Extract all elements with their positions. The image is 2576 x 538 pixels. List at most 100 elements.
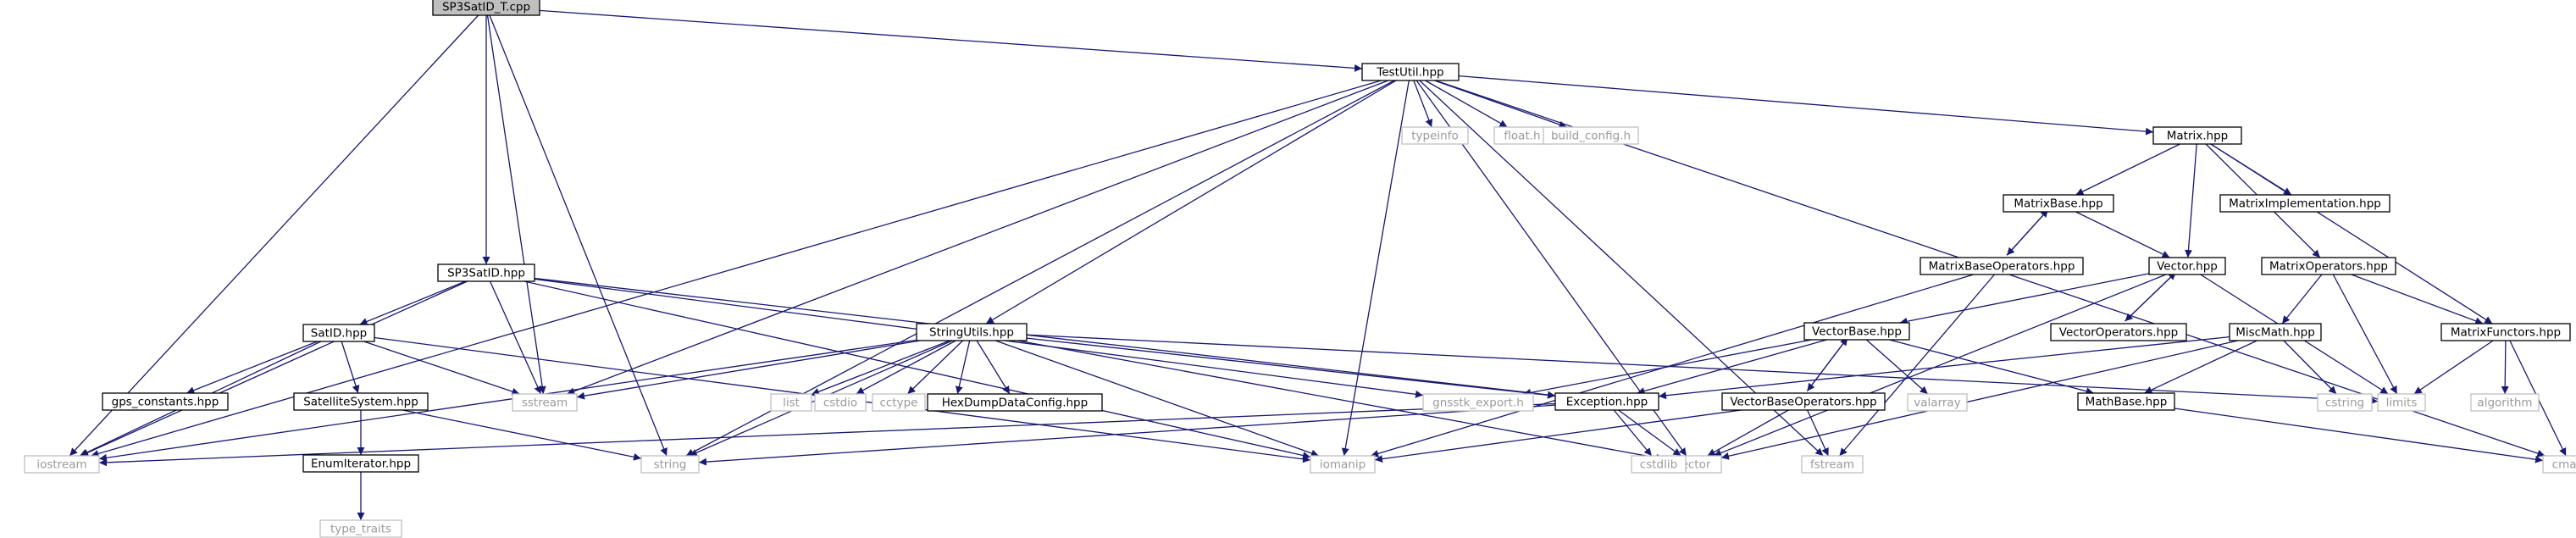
node-box: [319, 519, 402, 538]
node-box: [770, 393, 812, 412]
edge-testutil-hpp-to-iostream: [91, 80, 1382, 458]
edge-exception-hpp-to-cstdlib: [1613, 409, 1653, 457]
edge-matrixoperators-hpp-to-matrixfunctors-hpp: [2351, 274, 2484, 325]
node-label: EnumIterator.hpp: [311, 458, 411, 471]
node-box: [437, 263, 535, 282]
node-box: [2219, 194, 2390, 213]
edge-satellitesystem-hpp-to-string: [402, 409, 642, 461]
node-box: [1554, 392, 1659, 411]
edge-sp3satid-hpp-to-sstream: [489, 280, 542, 395]
node-box: [1907, 393, 1968, 412]
node-gps-constants-hpp[interactable]: gps_constants.hpp: [102, 392, 229, 411]
edge-exception-hpp-to-string: [698, 404, 1556, 466]
node-matrixfunctors-hpp[interactable]: MatrixFunctors.hpp: [2440, 323, 2571, 341]
node-vectoroperators-hpp[interactable]: VectorOperators.hpp: [2050, 323, 2187, 341]
node-vectorbaseoperators-hpp[interactable]: VectorBaseOperators.hpp: [1721, 392, 1886, 411]
node-box: [916, 323, 1028, 341]
edge-testutil-hpp-to-stringutils-hpp: [985, 80, 1397, 324]
node-label: iomanip: [1320, 458, 1366, 472]
node-sp3satid-t-cpp[interactable]: SP3SatID_T.cpp: [432, 0, 540, 16]
node-cmath: cmath: [2542, 455, 2576, 474]
node-box: [1361, 63, 1460, 81]
node-matrixoperators-hpp[interactable]: MatrixOperators.hpp: [2261, 257, 2396, 275]
node-box: [2077, 392, 2175, 411]
node-label: TestUtil.hpp: [1376, 66, 1443, 80]
node-box: [927, 393, 1103, 412]
edge-exception-hpp-to-vector: [1618, 409, 1681, 457]
edge-sp3satid-t-cpp-to-sstream: [486, 14, 546, 395]
node-label: gnsstk_export.h: [1432, 397, 1524, 410]
node-box: [640, 455, 700, 474]
node-label: limits: [2386, 397, 2418, 410]
node-label: sstream: [522, 397, 568, 410]
node-label: iostream: [36, 458, 86, 472]
node-label: StringUtils.hpp: [929, 326, 1014, 340]
node-label: cstdlib: [1640, 458, 1677, 472]
edge-sp3satid-t-cpp-to-iostream: [69, 14, 479, 457]
edge-matrixoperators-hpp-to-limits: [2332, 274, 2398, 395]
edge-miscmath-hpp-to-cstring: [2283, 340, 2337, 395]
node-matrix-hpp[interactable]: Matrix.hpp: [2152, 126, 2242, 145]
node-label: cstring: [2325, 397, 2364, 410]
node-label: MatrixBaseOperators.hpp: [1929, 260, 2075, 274]
edge-stringutils-hpp-to-limits: [1026, 334, 2379, 405]
edge-satid-hpp-to-gps-constants-hpp: [186, 341, 318, 394]
node-enumiterator-hpp[interactable]: EnumIterator.hpp: [302, 454, 419, 473]
edge-vectorbaseoperators-hpp-to-iomanip: [1374, 409, 1742, 463]
node-box: [293, 392, 429, 411]
edge-matrixbaseoperators-hpp-to-fstream: [1839, 274, 1995, 457]
node-iostream: iostream: [24, 455, 100, 474]
node-box: [512, 393, 578, 412]
edge-vector-hpp-to-vector: [1713, 274, 2167, 457]
node-box: [432, 0, 540, 16]
node-matrixbaseoperators-hpp[interactable]: MatrixBaseOperators.hpp: [1920, 257, 2084, 275]
node-box: [2050, 323, 2187, 341]
node-box: [302, 454, 419, 473]
node-label: gps_constants.hpp: [112, 396, 219, 409]
node-vector-hpp[interactable]: Vector.hpp: [2148, 257, 2226, 275]
node-box: [1721, 392, 1886, 411]
edge-stringutils-hpp-to-exception-hpp: [1026, 337, 1556, 399]
node-label: MatrixImplementation.hpp: [2229, 197, 2381, 211]
node-satid-hpp[interactable]: SatID.hpp: [302, 324, 375, 342]
node-testutil-hpp[interactable]: TestUtil.hpp: [1361, 63, 1460, 81]
node-mathbase-hpp[interactable]: MathBase.hpp: [2077, 392, 2175, 411]
edge-testutil-hpp-to-matrix-hpp: [1458, 75, 2154, 136]
node-label: VectorBaseOperators.hpp: [1730, 396, 1876, 409]
edge-matrixbase-hpp-to-vector-hpp: [2075, 211, 2170, 258]
node-miscmath-hpp[interactable]: MiscMath.hpp: [2229, 323, 2322, 341]
edge-sp3satid-hpp-to-iomanip: [524, 280, 1311, 459]
node-label: cctype: [879, 397, 917, 410]
edge-matrixoperators-hpp-to-miscmath-hpp: [2281, 274, 2323, 324]
node-sp3satid-hpp[interactable]: SP3SatID.hpp: [437, 263, 535, 282]
node-label: list: [783, 397, 800, 410]
node-matrixbase-hpp[interactable]: MatrixBase.hpp: [2003, 194, 2114, 213]
node-list: list: [770, 393, 812, 412]
node-label: SP3SatID.hpp: [447, 267, 525, 280]
node-box: [814, 393, 867, 412]
node-type-traits: type_traits: [319, 519, 402, 538]
node-exception-hpp[interactable]: Exception.hpp: [1554, 392, 1659, 411]
edge-miscmath-hpp-to-exception-hpp: [1658, 336, 2230, 400]
node-matriximplementation-hpp[interactable]: MatrixImplementation.hpp: [2219, 194, 2390, 213]
node-box: [2317, 393, 2373, 412]
edge-sp3satid-t-cpp-to-string: [489, 14, 668, 457]
node-box: [1310, 455, 1376, 474]
node-satellitesystem-hpp[interactable]: SatelliteSystem.hpp: [293, 392, 429, 411]
node-box: [1422, 393, 1534, 412]
node-box: [1803, 322, 1910, 341]
edge-stringutils-hpp-to-regex-h: [955, 340, 971, 395]
node-label: MatrixBase.hpp: [2014, 197, 2102, 211]
node-hexdumpdataconfig-hpp[interactable]: HexDumpDataConfig.hpp: [927, 393, 1103, 412]
node-stringutils-hpp[interactable]: StringUtils.hpp: [916, 323, 1028, 341]
node-box: [2542, 455, 2576, 474]
edge-testutil-hpp-to-float-h: [1425, 80, 1508, 128]
node-box: [302, 324, 375, 342]
edge-satid-hpp-to-satellitesystem-hpp: [341, 341, 360, 394]
edge-vectorbase-hpp-to-mathbase-hpp: [1889, 339, 2094, 396]
node-iomanip: iomanip: [1310, 455, 1376, 474]
node-vectorbase-hpp[interactable]: VectorBase.hpp: [1803, 322, 1910, 341]
node-algorithm: algorithm: [2470, 393, 2540, 412]
